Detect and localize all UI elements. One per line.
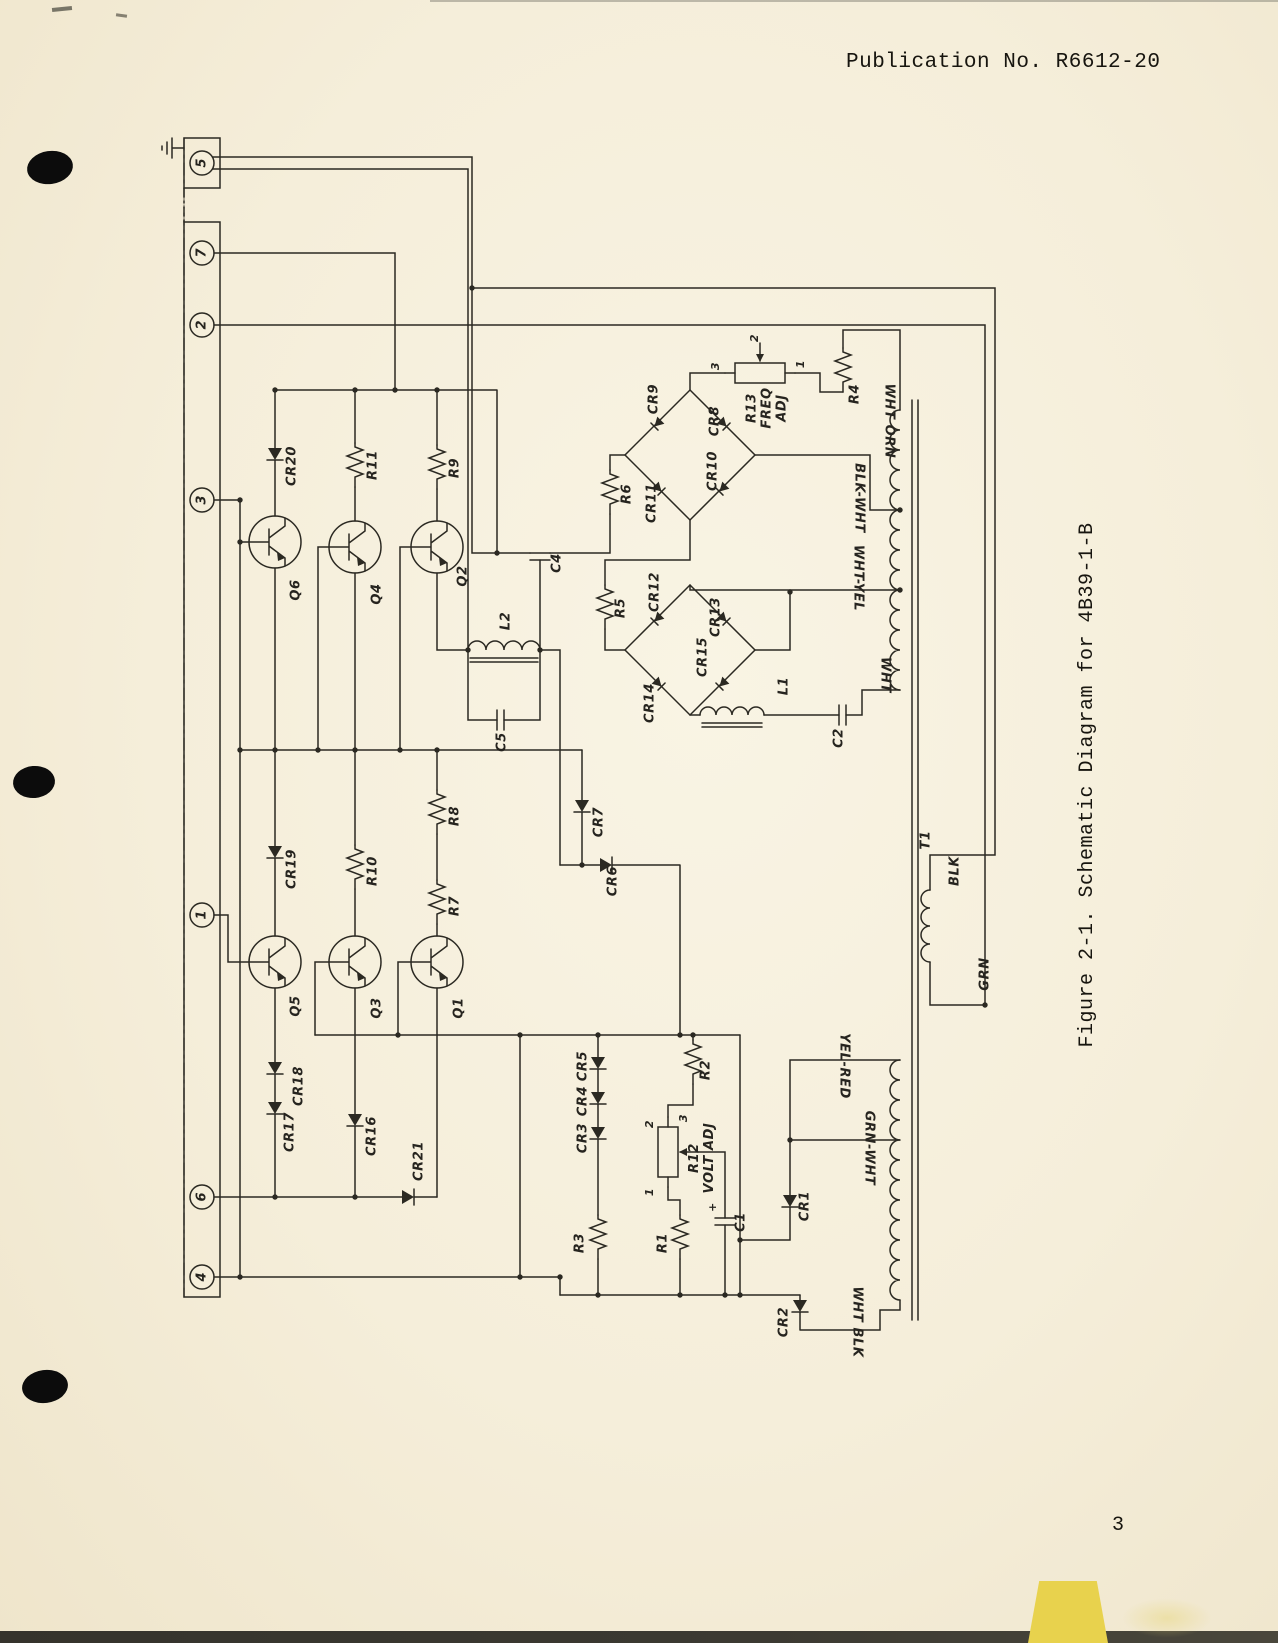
figure-caption: Figure 2-1. Schematic Diagram for 4B39-1… — [1076, 522, 1099, 1048]
schematic-label: R5 — [613, 597, 629, 619]
t1-aux-winding — [920, 889, 931, 963]
schematic-label: CR1 — [797, 1190, 813, 1222]
schematic-label: 5 — [194, 158, 210, 168]
schematic-label: CR11 — [644, 482, 660, 524]
schematic-label: R9 — [447, 457, 463, 479]
connector-strip — [161, 137, 221, 1298]
schematic-label: CR15 — [695, 636, 711, 678]
schematic-label: WHT-YEL — [850, 544, 866, 612]
schematic-label: Q1 — [451, 997, 467, 1019]
schematic-label: CR17 — [282, 1111, 298, 1153]
schematic-label: R7 — [447, 895, 463, 917]
schematic-label: CR8 — [707, 405, 723, 437]
schematic-label: R12 VOLT ADJ — [687, 1122, 717, 1194]
schematic-label: CR12 — [647, 571, 663, 613]
schematic-label: R6 — [619, 483, 635, 505]
schematic-label: CR10 — [705, 450, 721, 492]
schematic-label: R8 — [447, 805, 463, 827]
inductor-l2 — [467, 640, 541, 663]
schematic-label: L2 — [498, 611, 514, 631]
t1-core — [911, 399, 919, 1321]
t1-upper-winding — [889, 409, 901, 691]
schematic-label: CR4 — [575, 1085, 591, 1117]
schematic-label: CR6 — [605, 865, 621, 897]
schematic-label: CR20 — [284, 445, 300, 487]
schematic-label: C1 — [733, 1212, 749, 1232]
wire-network — [212, 156, 996, 1331]
schematic-label: 3 — [676, 1113, 690, 1123]
publication-number: Publication No. R6612-20 — [846, 51, 1161, 74]
schematic-label: Q6 — [288, 579, 304, 601]
schematic-label: CR7 — [591, 806, 607, 838]
schematic-label: 1 — [793, 359, 807, 369]
schematic-label: 2 — [642, 1119, 656, 1129]
schematic-label: Q2 — [455, 565, 471, 587]
schematic-label: R13 FREQ ADJ — [744, 387, 790, 429]
inductors — [467, 640, 765, 728]
scan-artifact-yellow-smudge — [1122, 1598, 1212, 1638]
schematic-label: CR16 — [364, 1115, 380, 1157]
schematic-label: C5 — [494, 732, 510, 752]
t1-lower-winding — [889, 1059, 901, 1301]
schematic-label: R2 — [698, 1059, 714, 1081]
schematic-label: CR3 — [575, 1122, 591, 1154]
junction-dots — [237, 285, 988, 1298]
schematic-label: R11 — [365, 450, 381, 480]
schematic-label: R1 — [655, 1232, 671, 1254]
schematic-label: L1 — [776, 676, 792, 696]
schematic-label: CR9 — [646, 383, 662, 415]
schematic-label: CR13 — [708, 596, 724, 638]
schematic-label: 2 — [194, 320, 210, 330]
schematic-label: BLK-WHT — [851, 463, 867, 533]
schematic-label: Q5 — [288, 995, 304, 1017]
schematic-label: C2 — [831, 728, 847, 748]
schematic-label: GRN — [977, 957, 993, 991]
schematic-label: 4 — [194, 1272, 210, 1282]
schematic-label: 3 — [194, 495, 210, 505]
schematic-label: T1 — [918, 830, 934, 850]
schematic-label: 7 — [194, 248, 210, 258]
schematic-label: 6 — [194, 1192, 210, 1202]
schematic-label: WHT ORN — [881, 383, 897, 459]
schematic-label: CR21 — [411, 1140, 427, 1182]
scan-artifact-top-line — [430, 0, 1278, 2]
schematic-label: GRN-WHT — [861, 1110, 877, 1186]
schematic-label: CR18 — [291, 1065, 307, 1107]
schematic-label: R4 — [847, 383, 863, 405]
schematic-label: 1 — [194, 910, 210, 920]
schematic-label: R10 — [365, 856, 381, 886]
schematic-label: Q3 — [369, 997, 385, 1019]
schematic-label: CR14 — [642, 682, 658, 724]
schematic-label: WHT BLK — [849, 1286, 865, 1358]
transformer-t1 — [889, 399, 931, 1321]
schematic-label: + — [705, 1202, 719, 1212]
schematic-label: R3 — [572, 1232, 588, 1254]
schematic-label: 1 — [642, 1187, 656, 1197]
schematic-label: 3 — [708, 361, 722, 371]
schematic-label: YEL-RED — [836, 1033, 852, 1099]
page-number: 3 — [1112, 1514, 1125, 1537]
schematic-label: CR19 — [284, 848, 300, 890]
schematic-label: WHT — [877, 657, 893, 693]
schematic-label: C4 — [549, 553, 565, 573]
scan-artifact-bottom-strip — [0, 1631, 1278, 1643]
terminal-5 — [189, 150, 215, 176]
schematic-label: 2 — [747, 333, 761, 343]
schematic-label: BLK — [947, 855, 963, 887]
schematic-label: CR5 — [575, 1050, 591, 1082]
schematic-label: CR2 — [776, 1306, 792, 1338]
scan-artifact-yellow-tab — [1028, 1581, 1108, 1643]
schematic-label: Q4 — [369, 583, 385, 605]
ground-icon — [161, 137, 185, 159]
inductor-l1 — [699, 706, 765, 728]
